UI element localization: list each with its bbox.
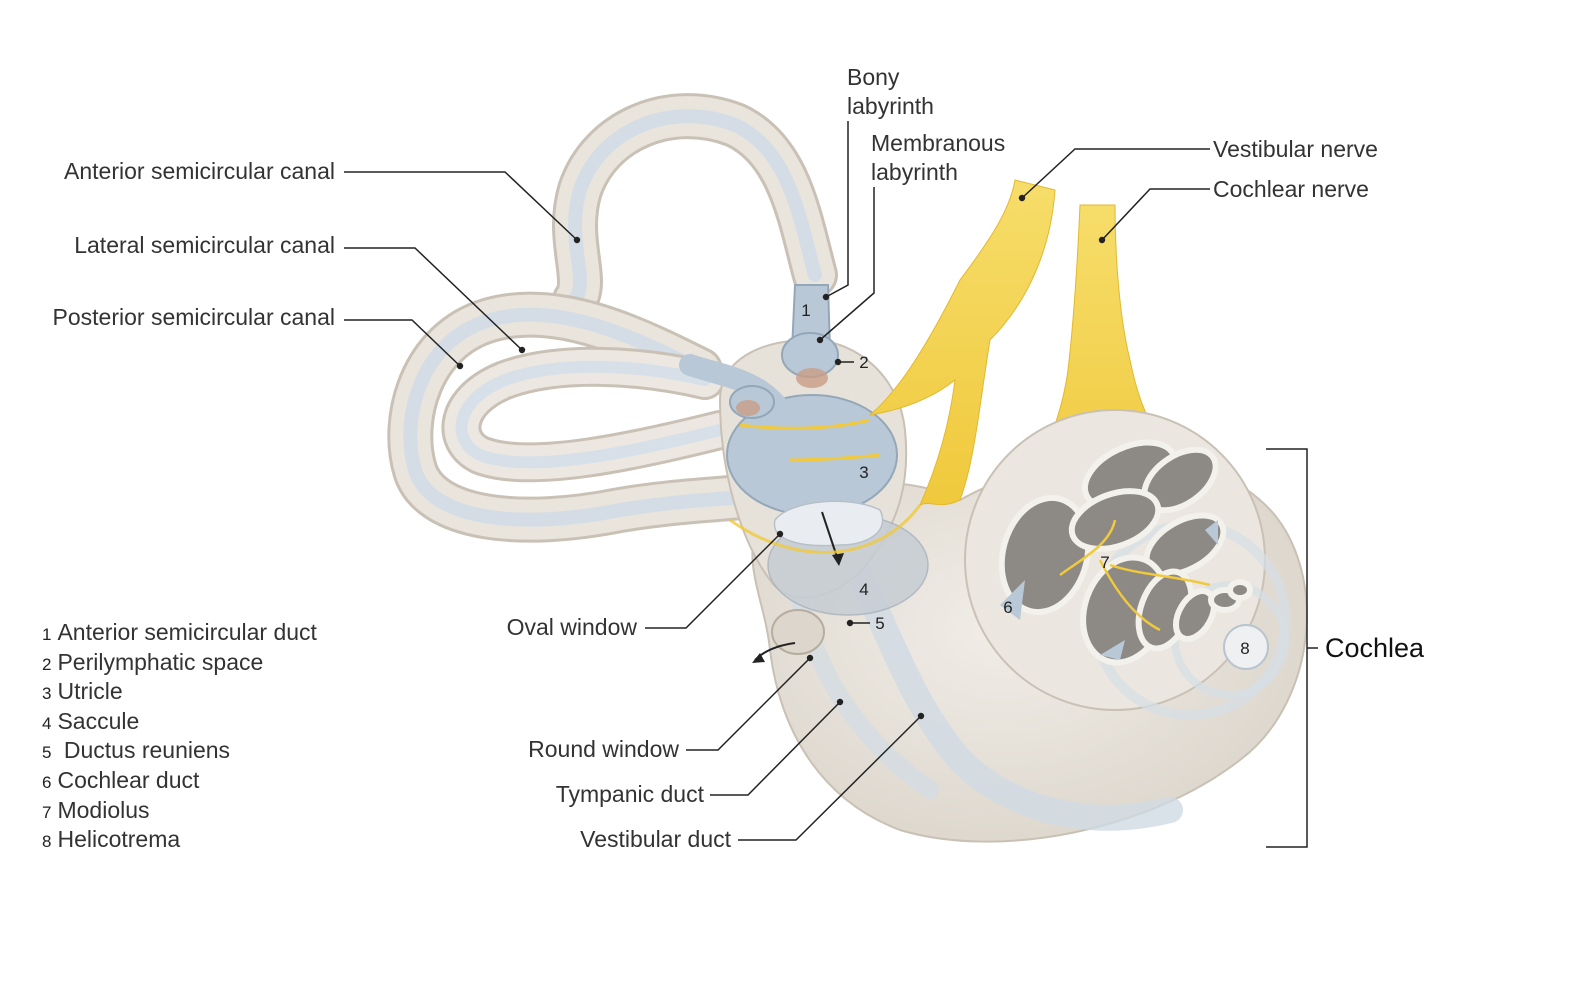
marker-2: 2 xyxy=(859,353,868,372)
labels: Bony labyrinth Membranous labyrinth Ante… xyxy=(53,64,1426,852)
cochlear-duct-wedges xyxy=(1000,520,1218,660)
oval-window-shape xyxy=(773,500,884,547)
leader-lines xyxy=(344,121,1318,848)
label-oval-window: Oval window xyxy=(507,614,638,640)
round-window-shape xyxy=(771,609,825,655)
label-anterior-semicircular-canal: Anterior semicircular canal xyxy=(64,158,335,184)
label-bony-labyrinth: Bony labyrinth xyxy=(847,64,934,119)
marker-5: 5 xyxy=(875,614,884,633)
marker-6: 6 xyxy=(1003,598,1012,617)
label-tympanic-duct: Tympanic duct xyxy=(556,781,705,807)
label-cochlear-nerve: Cochlear nerve xyxy=(1213,176,1369,202)
legend-item: 5 Ductus reuniens xyxy=(42,737,230,763)
marker-7: 7 xyxy=(1100,553,1109,572)
vestibular-nerve-shape xyxy=(868,179,1056,507)
label-membranous-labyrinth: Membranous labyrinth xyxy=(871,130,1012,185)
marker-8: 8 xyxy=(1240,639,1249,658)
marker-1: 1 xyxy=(801,301,810,320)
marker-4: 4 xyxy=(859,580,868,599)
cochlea-bracket xyxy=(1266,448,1318,848)
label-cochlea: Cochlea xyxy=(1325,633,1425,663)
helicotrema-shape xyxy=(1223,624,1269,670)
cochlear-turns xyxy=(998,439,1253,666)
label-round-window: Round window xyxy=(528,736,679,762)
label-vestibular-duct: Vestibular duct xyxy=(580,826,731,852)
marker-3: 3 xyxy=(859,463,868,482)
label-posterior-semicircular-canal: Posterior semicircular canal xyxy=(53,304,335,330)
label-lateral-semicircular-canal: Lateral semicircular canal xyxy=(74,232,335,258)
label-vestibular-nerve: Vestibular nerve xyxy=(1213,136,1378,162)
